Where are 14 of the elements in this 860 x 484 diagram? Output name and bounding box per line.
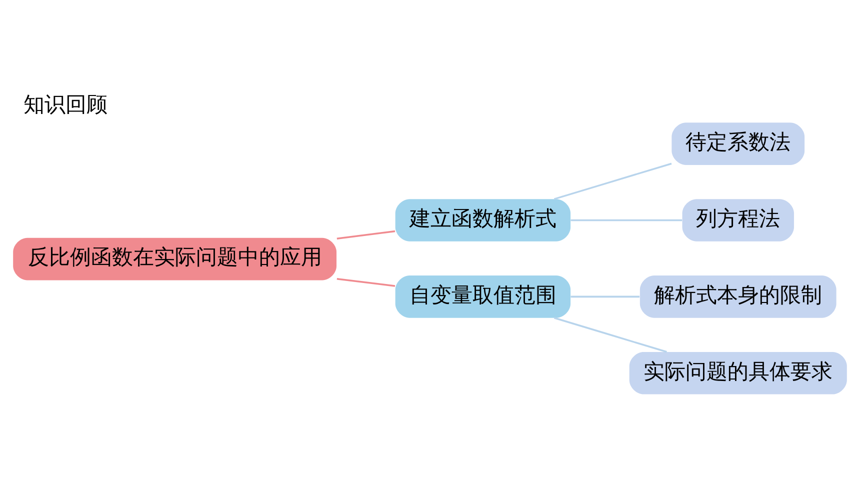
node-box: 解析式本身的限制 <box>640 276 836 318</box>
connector <box>554 162 672 200</box>
connector <box>570 219 682 222</box>
connector <box>336 278 396 287</box>
connector <box>336 230 396 240</box>
diagram-title: 知识回顾 <box>23 91 108 116</box>
node-box: 建立函数解析式 <box>395 199 571 242</box>
node-box: 实际问题的具体要求 <box>629 352 847 394</box>
connector <box>570 296 640 298</box>
node-box: 列方程法 <box>682 199 794 242</box>
connector <box>554 317 667 353</box>
node-box: 反比例函数在实际问题中的应用 <box>13 238 336 280</box>
node-box: 自变量取值范围 <box>395 276 571 318</box>
node-box: 待定系数法 <box>672 122 805 165</box>
